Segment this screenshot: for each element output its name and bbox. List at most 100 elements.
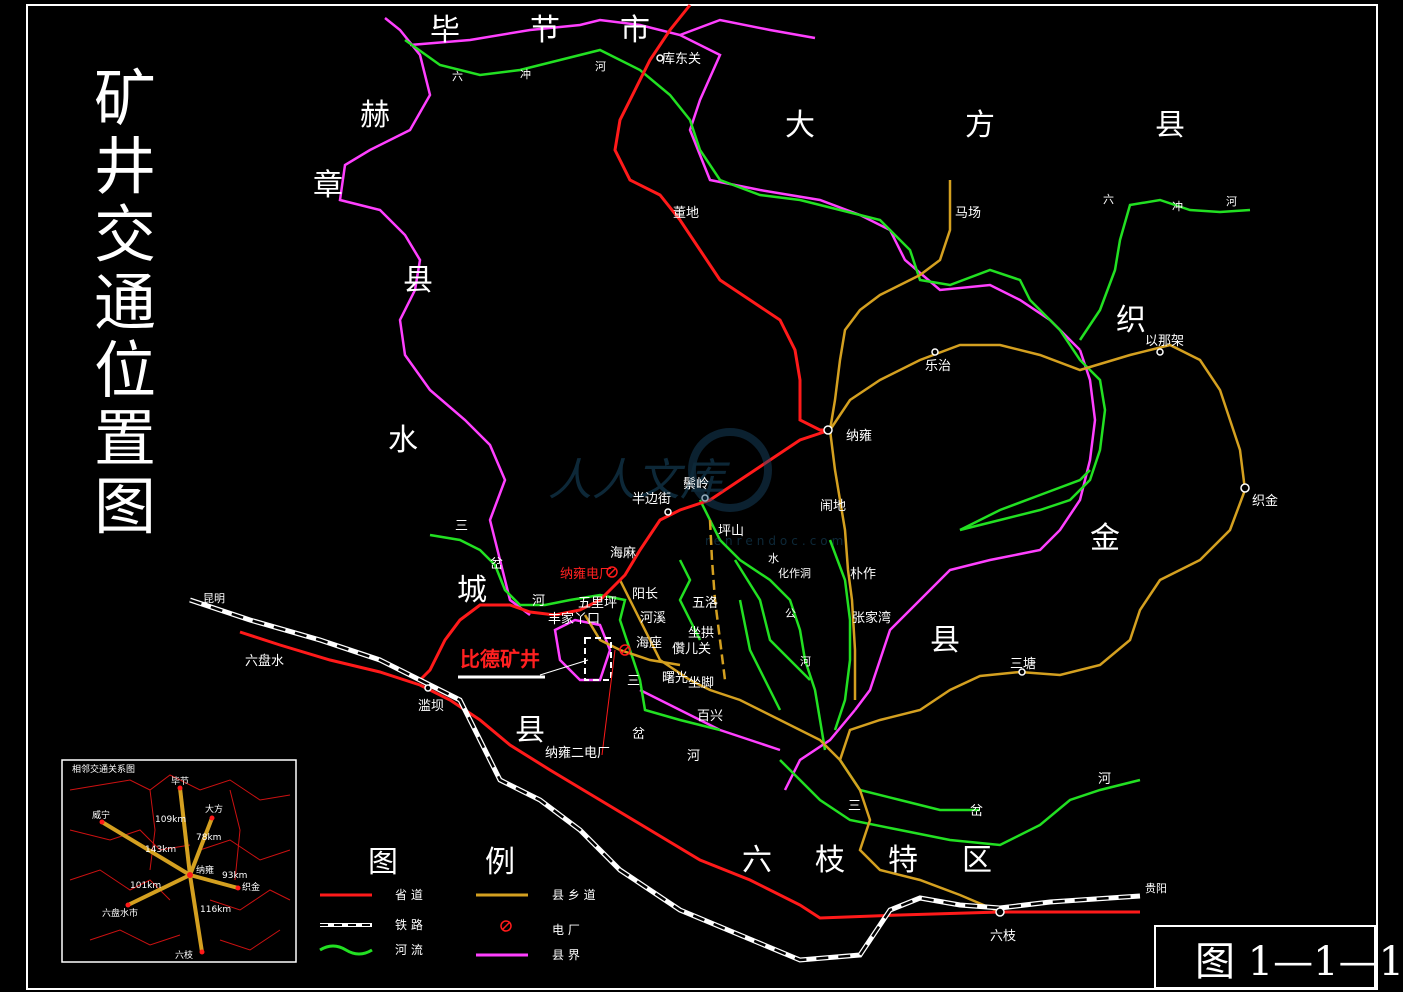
marker-kudongguan: [656, 54, 664, 62]
map-title-char: 矿: [94, 62, 156, 135]
power-plant-icon: [606, 566, 618, 578]
label-inset-towns-3: 织金: [242, 881, 260, 893]
marker-letian: [931, 348, 939, 356]
label-legend-items-5-label: 县 界: [552, 948, 580, 962]
region-label-bijie: 节: [530, 13, 560, 48]
figure-label-box: [1154, 925, 1376, 989]
label-places-machang: 马场: [955, 206, 981, 221]
label-places-liuzhi: 六枝: [990, 929, 1016, 944]
label-inset-towns-1: 大方: [205, 803, 223, 815]
label-places-haizuo: 海座: [636, 636, 662, 651]
label-inset-center: 纳雍: [196, 864, 214, 876]
label-places-naodi: 闹地: [820, 499, 846, 514]
river-label-liuchong_right: 冲: [1172, 199, 1183, 213]
label-places-yinaja: 以那架: [1145, 334, 1184, 349]
river-shuigong: [698, 499, 827, 751]
label-places-xiaguang: 曙光: [662, 671, 688, 686]
region-label-dafang: 方: [965, 108, 995, 143]
river-label-sancha_mid: 河: [687, 749, 700, 764]
region-label-zhijin: 金: [1090, 521, 1120, 556]
label-places-zuogong: 坐拱: [688, 626, 714, 641]
marker-nayong: [823, 425, 833, 435]
label-legend-items-4-label: 河 流: [395, 943, 423, 957]
road-machang: [828, 180, 952, 431]
label-inset-title: 相邻交通关系图: [72, 763, 135, 775]
label-places-nayong_power: 纳雍电厂: [560, 566, 612, 582]
watermark-sub: renrendoc.com: [705, 534, 847, 548]
river-label-sancha_bottom: 河: [1098, 772, 1111, 787]
road-nayong-mine: [418, 428, 831, 682]
marker-liuzhi: [995, 907, 1005, 917]
marker-banbianjie: [664, 508, 672, 516]
river-sancha-left: [429, 533, 721, 732]
label-places-letian: 乐治: [925, 359, 951, 374]
river-liuchong-right: [1078, 198, 1251, 341]
watermark: 人人文库 renrendoc.com: [548, 428, 847, 548]
boundary-dafang-top: [679, 18, 816, 40]
map-frame: [26, 4, 1378, 990]
label-legend-items-1-label: 县 乡 道: [552, 888, 596, 902]
railways: [189, 597, 1141, 963]
river-label-liuchong_right: 河: [1226, 195, 1237, 208]
region-label-hezhang: 县: [403, 263, 433, 298]
county-boundaries: [338, 17, 1097, 791]
boundary-bijie: [409, 18, 1081, 351]
label-places-dongdi: 董地: [673, 206, 699, 221]
label-places-zhangjiawan: 张家湾: [852, 610, 891, 626]
label-inset-distances-3: 93km: [222, 871, 247, 881]
label-places-santang: 三塘: [1010, 656, 1036, 672]
river-trib-3: [738, 599, 782, 711]
map-title-char: 置: [94, 402, 156, 475]
river-label-sancha_left: 河: [532, 594, 545, 609]
label-places-hexi: 河溪: [640, 611, 666, 626]
river-trib-4: [828, 539, 852, 731]
region-label-hezhang: 章: [313, 168, 343, 203]
label-places-puzuo: 朴作: [850, 567, 876, 582]
river-label-liuchong_top: 冲: [520, 67, 531, 81]
mine-label: 比德矿井: [460, 647, 540, 671]
power-plant-icon: [619, 644, 631, 656]
label-places-nayong: 纳雍: [846, 428, 872, 444]
place-labels: 库东关 董地 马场 乐治 以那架 织金 纳雍 闹地 朴作 张家湾 三塘 六枝 贵…: [203, 51, 1278, 944]
region-label-zhijin: 织: [1116, 303, 1146, 338]
map-title: 矿 井 交 通 位 置 图: [94, 62, 156, 543]
river-labels: 六 冲 河 六 冲 河 三 岔 河 三 岔 河 三 岔 河 水 公 河: [452, 60, 1237, 819]
label-places-zhijin: 织金: [1252, 493, 1278, 509]
label-legend-items-2-label: 铁 路: [395, 917, 423, 932]
label-places-wulu: 五洛: [692, 596, 718, 611]
river-label-sancha_mid: 岔: [632, 727, 645, 742]
river-label-liuchong_top: 河: [595, 60, 606, 73]
boundary-zhijin: [854, 349, 1097, 711]
label-inset-distances-2: 143km: [145, 845, 176, 855]
region-label-shuicheng: 城: [457, 573, 487, 608]
river-label-liuchong_top: 六: [452, 70, 463, 83]
river-zhijin-inner: [959, 469, 1091, 532]
label-places-liupanshui: 六盘水: [245, 653, 284, 669]
legend-title: 图: [368, 845, 398, 880]
river-label-shuigong: 水: [768, 552, 779, 565]
river-label-sancha_left: 岔: [490, 557, 503, 572]
region-label-shuicheng: 县: [515, 713, 545, 748]
marker-zongling: [701, 494, 709, 502]
river-label-shuigong: 公: [785, 607, 796, 620]
label-inset-distances-4: 101km: [130, 881, 161, 891]
road-letian: [828, 343, 1247, 914]
region-label-liuzhi: 枝: [815, 843, 845, 878]
label-legend-items-3-label: 电 厂: [552, 923, 580, 937]
region-label-bijie: 毕: [430, 13, 460, 48]
region-label-hezhang: 赫: [360, 98, 390, 133]
label-places-nayong_power2: 纳雍二电厂: [545, 745, 610, 761]
boundary-liuzhi: [639, 688, 856, 791]
label-places-lanba: 滥坝: [418, 699, 444, 714]
boundary-hezhang: [338, 17, 531, 616]
legend: 图 例 省 道 县 乡 道 铁 路 电 厂 河 流 县 界: [319, 845, 596, 962]
label-inset-distances-5: 116km: [200, 905, 231, 915]
power-plants: [606, 566, 631, 656]
map-title-char: 图: [94, 470, 156, 543]
region-labels: 毕 节 市 大 方 县 赫 章 县 水 城 县 织 金 县 六 枝 特 区: [313, 13, 1185, 878]
label-places-baixing: 百兴: [697, 709, 723, 724]
road-wulu: [708, 519, 727, 681]
label-places-zongling: 鬃岭: [683, 477, 709, 492]
region-label-shuicheng: 水: [388, 423, 418, 458]
